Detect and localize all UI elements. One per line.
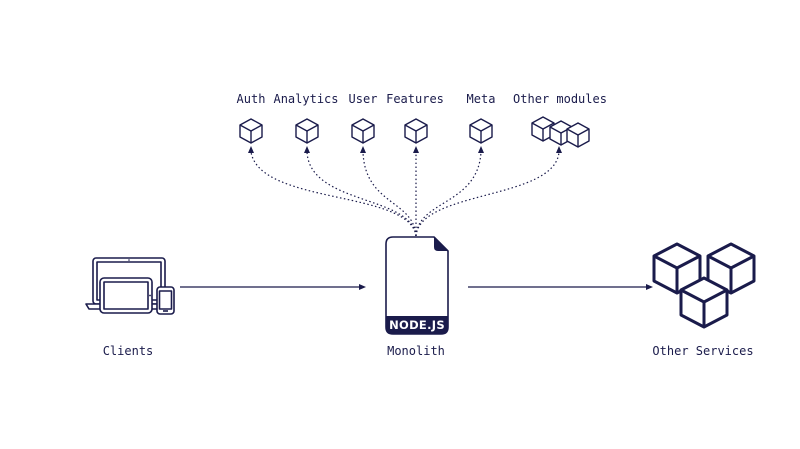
module-label-analytics: Analytics (273, 92, 339, 106)
edge-clients-monolith (180, 284, 366, 290)
module-label-user: User (348, 92, 378, 106)
cube-icon (469, 118, 493, 144)
module-connectors (250, 151, 560, 237)
clients-label: Clients (102, 344, 154, 358)
connector-other-modules (415, 151, 560, 237)
monolith-label: Monolith (387, 344, 445, 358)
connector-auth (250, 151, 417, 237)
file-icon (385, 236, 449, 335)
cube-icon (295, 118, 319, 144)
cube-icon (239, 118, 263, 144)
module-label-other-modules: Other modules (513, 92, 607, 106)
connector-analytics (306, 151, 417, 237)
edge-monolith-services (468, 284, 653, 290)
cube-cluster-icon (531, 116, 590, 148)
module-label-features: Features (386, 92, 444, 106)
module-label-auth: Auth (236, 92, 266, 106)
connector-meta (415, 151, 482, 237)
devices-icon (85, 257, 175, 315)
cubes-icon (652, 242, 756, 329)
connector-arrowheads (248, 146, 562, 153)
cube-icon (404, 118, 428, 144)
other-services-label: Other Services (652, 344, 754, 358)
cube-icon (351, 118, 375, 144)
module-label-meta: Meta (466, 92, 496, 106)
connector-user (362, 151, 417, 237)
nodejs-badge: NODE.JS (389, 318, 445, 332)
